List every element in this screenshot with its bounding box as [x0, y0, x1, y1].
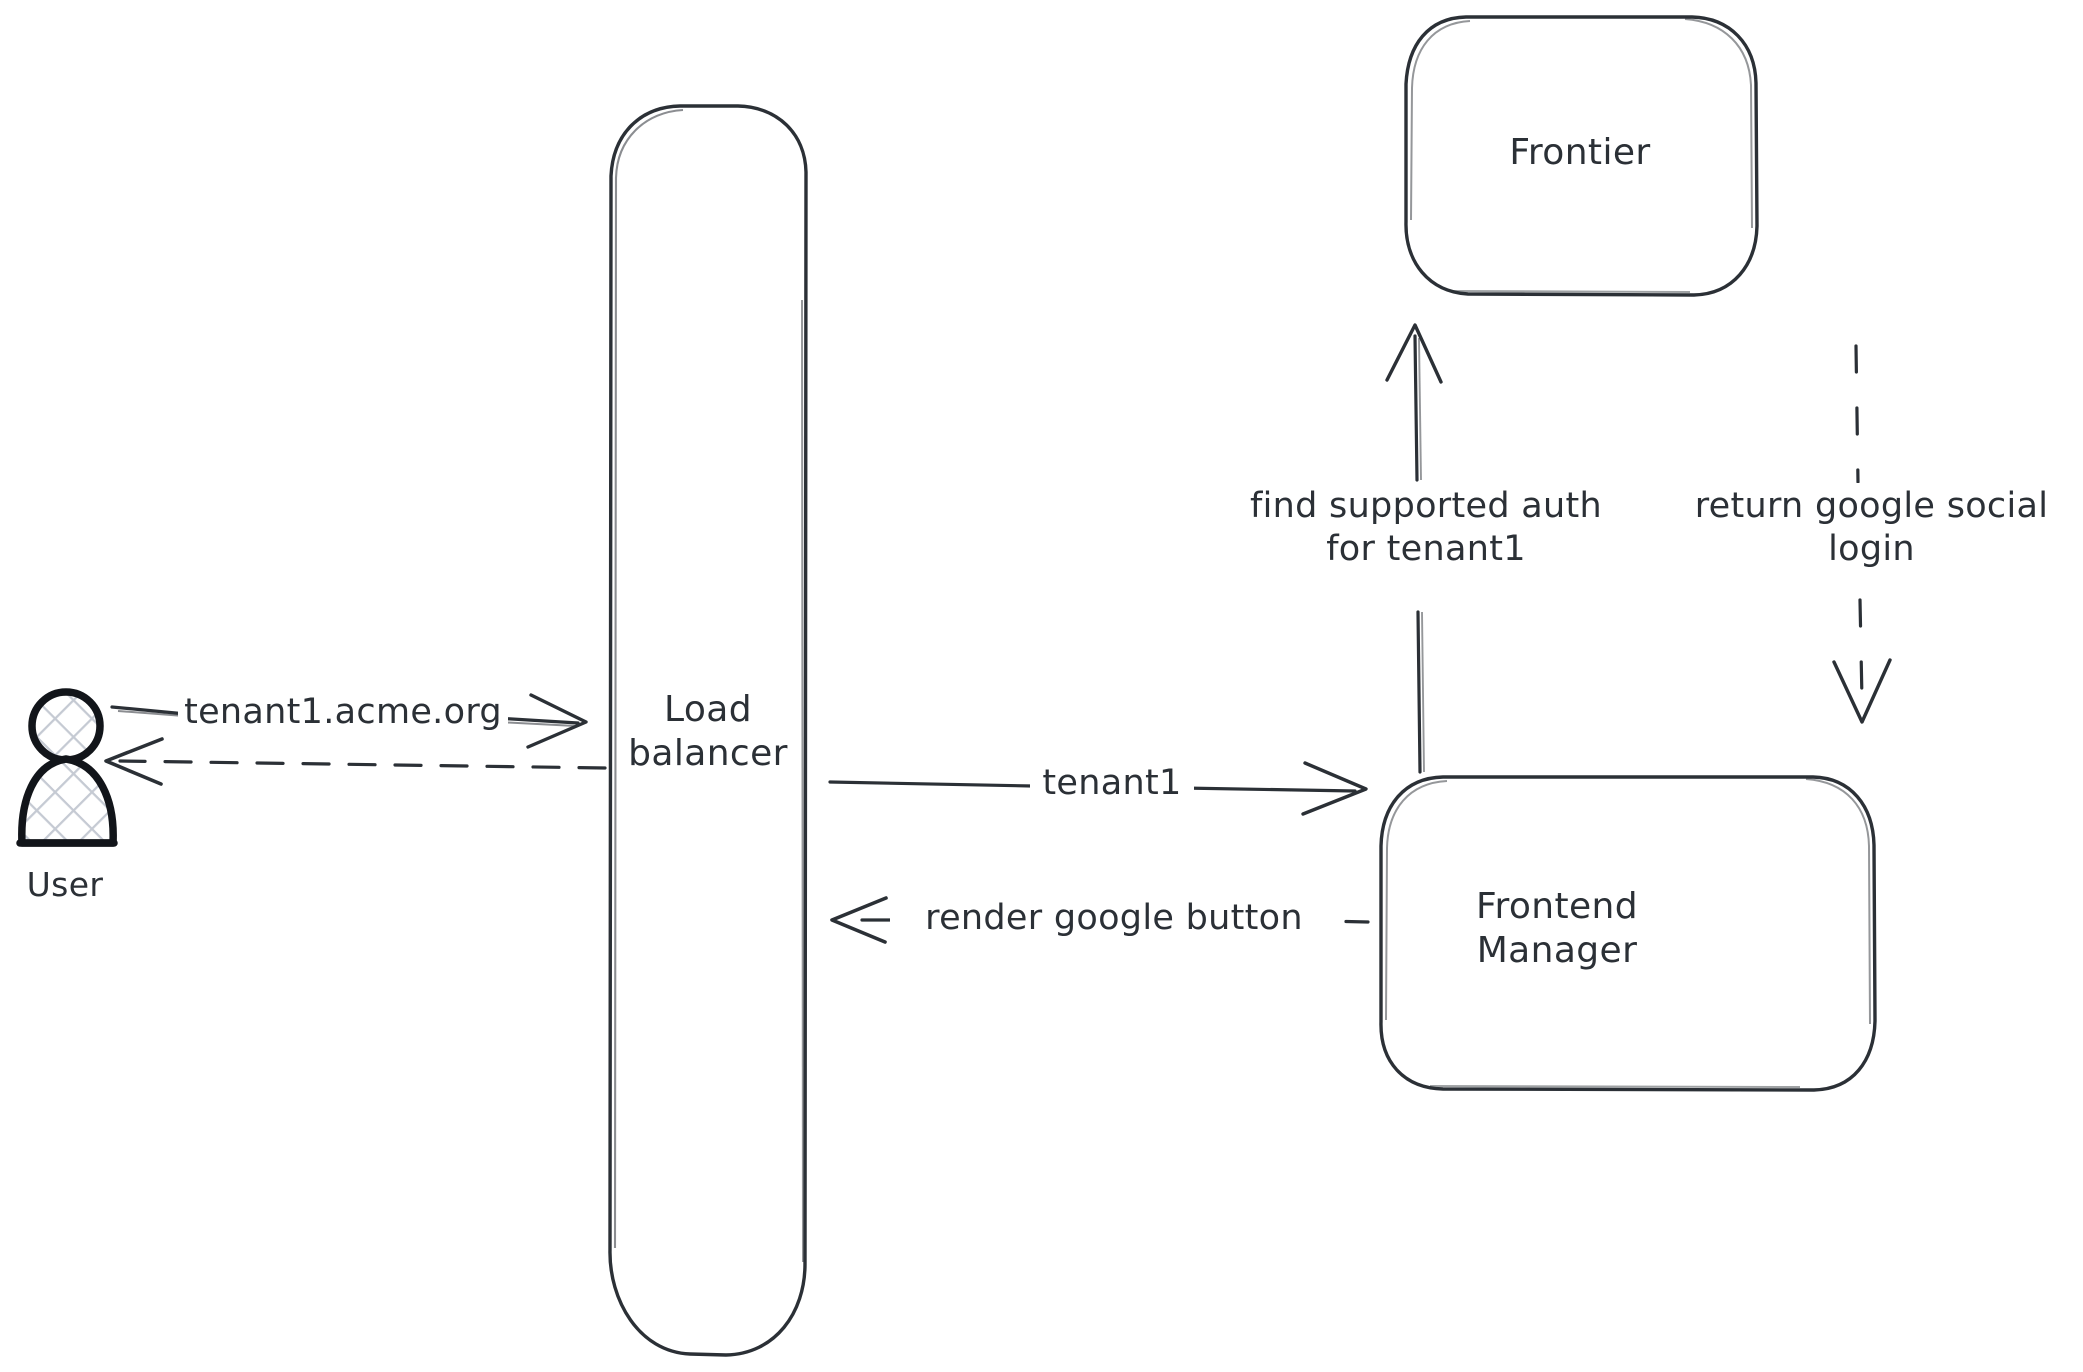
edge-lb-to-user: [104, 737, 607, 786]
edge-fm-to-lb: [830, 896, 1370, 944]
node-load-balancer[interactable]: [608, 104, 808, 1357]
node-frontier[interactable]: [1404, 15, 1759, 297]
edge-user-to-lb: [110, 693, 588, 749]
user-actor-icon: [16, 688, 118, 847]
edge-fm-to-frontier: [1385, 323, 1443, 774]
edge-frontier-to-fm: [1832, 344, 1892, 724]
node-frontend-manager[interactable]: [1379, 775, 1877, 1092]
edge-lb-to-fm: [828, 761, 1368, 816]
